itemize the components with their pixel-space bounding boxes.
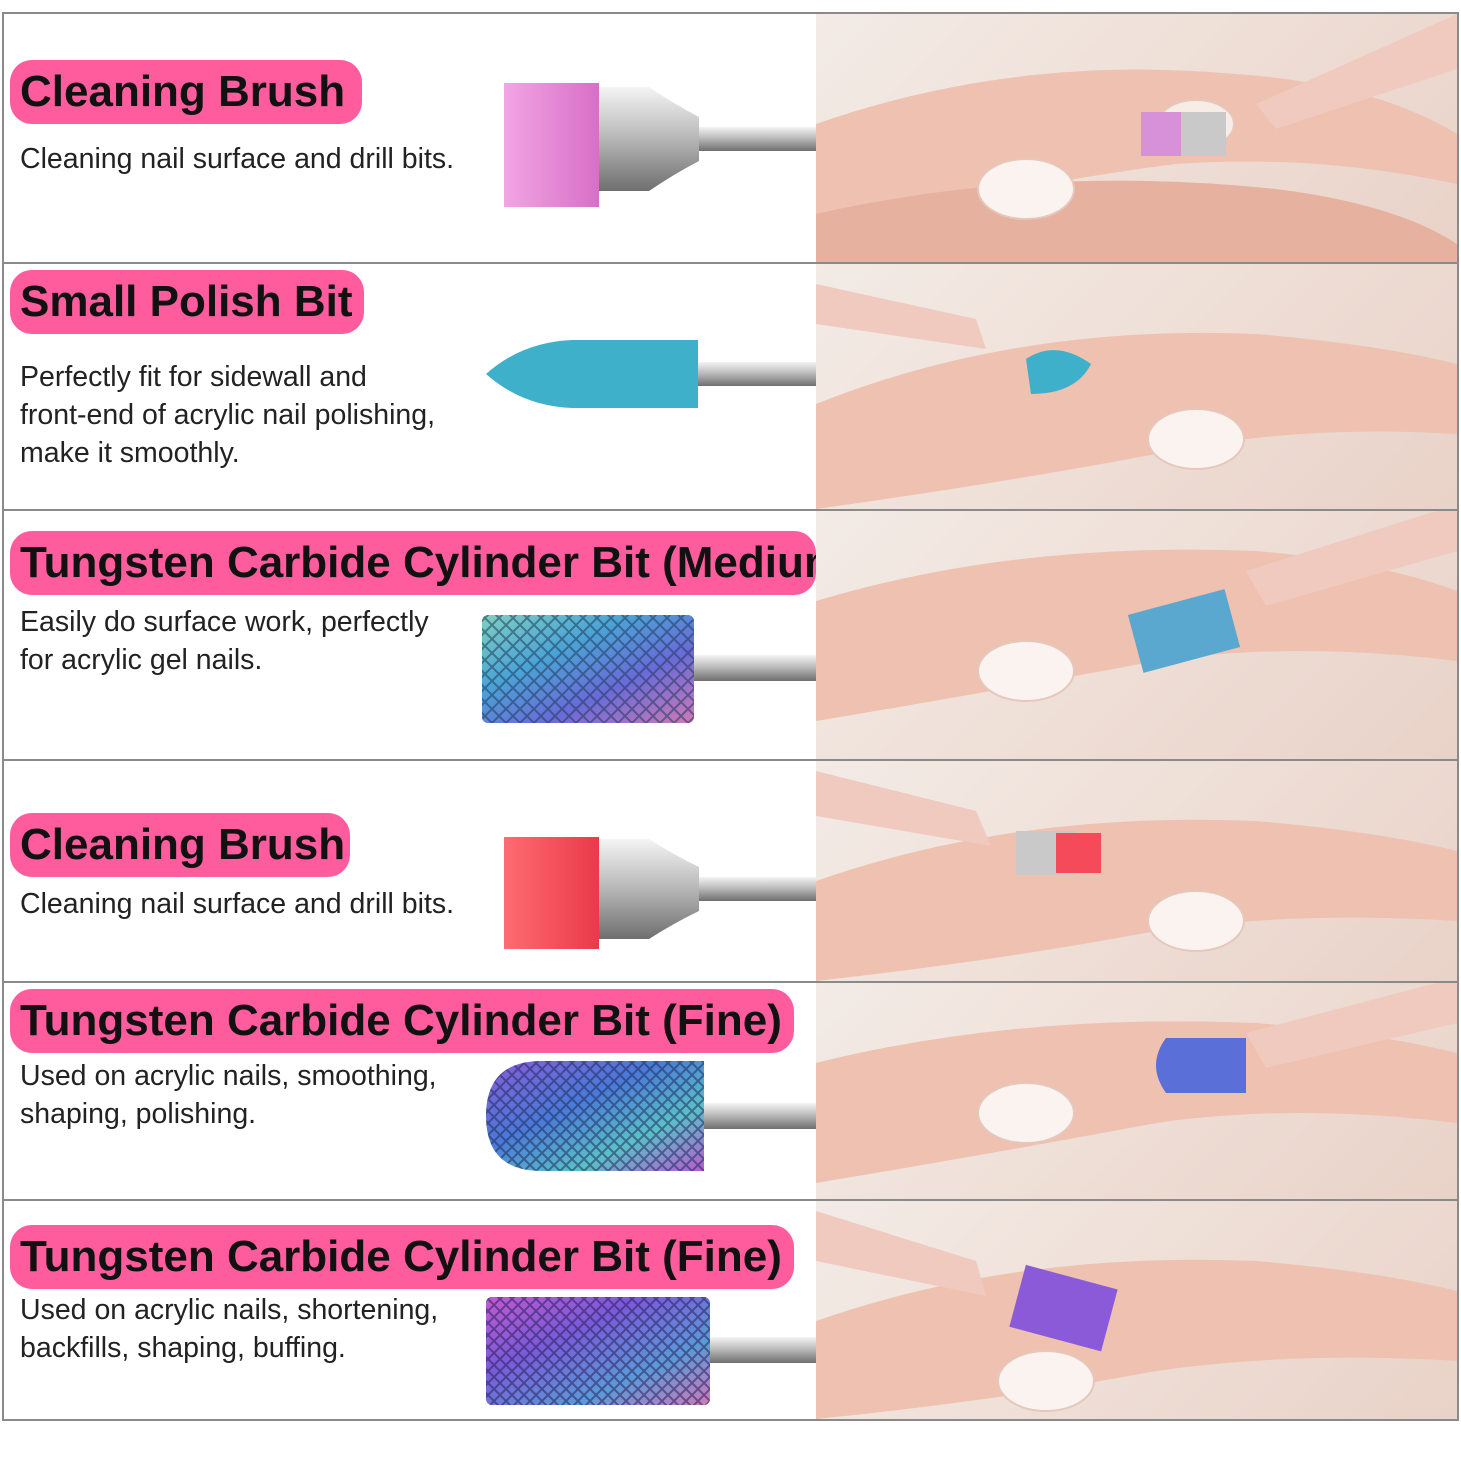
item-info-panel: Tungsten Carbide Cylinder Bit (Fine) Use…	[4, 983, 816, 1199]
product-grid: Cleaning Brush Cleaning nail surface and…	[2, 12, 1459, 1421]
item-info-panel: Small Polish Bit Perfectly fit for sidew…	[4, 264, 816, 509]
item-description: Cleaning nail surface and drill bits.	[20, 888, 455, 920]
hand-photo-illustration	[816, 983, 1457, 1183]
item-info-panel: Tungsten Carbide Cylinder Bit (Fine) Use…	[4, 1201, 816, 1419]
polish-cone-bit-icon	[486, 340, 816, 408]
item-description: Easily do surface work, perfectly for ac…	[20, 606, 429, 676]
item-row-carbide-fine: Tungsten Carbide Cylinder Bit (Fine) Use…	[4, 1201, 1457, 1419]
item-row-small-polish-bit: Small Polish Bit Perfectly fit for sidew…	[4, 264, 1457, 511]
item-title-badge: Cleaning Brush	[10, 813, 350, 877]
hand-photo-illustration	[816, 1211, 1457, 1419]
hand-photo-illustration	[816, 771, 1457, 981]
hand-photo-illustration	[816, 14, 1457, 262]
usage-photo-panel	[816, 511, 1457, 759]
item-info-panel: Tungsten Carbide Cylinder Bit (Medium) E…	[4, 511, 816, 759]
item-info-panel: Cleaning Brush Cleaning nail surface and…	[4, 14, 816, 262]
usage-photo-panel	[816, 264, 1457, 509]
usage-photo-panel	[816, 14, 1457, 262]
usage-photo-panel	[816, 761, 1457, 981]
item-title-badge: Tungsten Carbide Cylinder Bit (Fine)	[10, 989, 794, 1053]
hand-photo-illustration	[816, 511, 1457, 721]
item-info-panel: Cleaning Brush Cleaning nail surface and…	[4, 761, 816, 981]
item-title-badge: Cleaning Brush	[10, 60, 362, 124]
item-title-badge: Small Polish Bit	[10, 270, 364, 334]
item-row-cleaning-brush-pink: Cleaning Brush Cleaning nail surface and…	[4, 14, 1457, 264]
carbide-cylinder-fine-bit-icon	[486, 1297, 816, 1405]
item-description: Cleaning nail surface and drill bits.	[20, 143, 455, 175]
cleaning-brush-bit-icon	[504, 83, 816, 207]
item-row-carbide-medium: Tungsten Carbide Cylinder Bit (Medium) E…	[4, 511, 1457, 761]
item-row-carbide-fine-round: Tungsten Carbide Cylinder Bit (Fine) Use…	[4, 983, 1457, 1201]
cleaning-brush-bit-icon	[504, 837, 816, 949]
item-title-badge: Tungsten Carbide Cylinder Bit (Fine)	[10, 1225, 794, 1289]
item-title-badge: Tungsten Carbide Cylinder Bit (Medium)	[10, 531, 816, 595]
carbide-cylinder-medium-bit-icon	[482, 615, 816, 723]
item-description: Perfectly fit for sidewall and front-end…	[20, 361, 436, 469]
hand-photo-illustration	[816, 284, 1457, 509]
item-description: Used on acrylic nails, shortening, backf…	[20, 1294, 439, 1364]
item-description: Used on acrylic nails, smoothing, shapin…	[20, 1060, 437, 1130]
usage-photo-panel	[816, 983, 1457, 1199]
item-row-cleaning-brush-red: Cleaning Brush Cleaning nail surface and…	[4, 761, 1457, 983]
usage-photo-panel	[816, 1201, 1457, 1419]
carbide-round-cylinder-fine-bit-icon	[486, 1061, 816, 1171]
